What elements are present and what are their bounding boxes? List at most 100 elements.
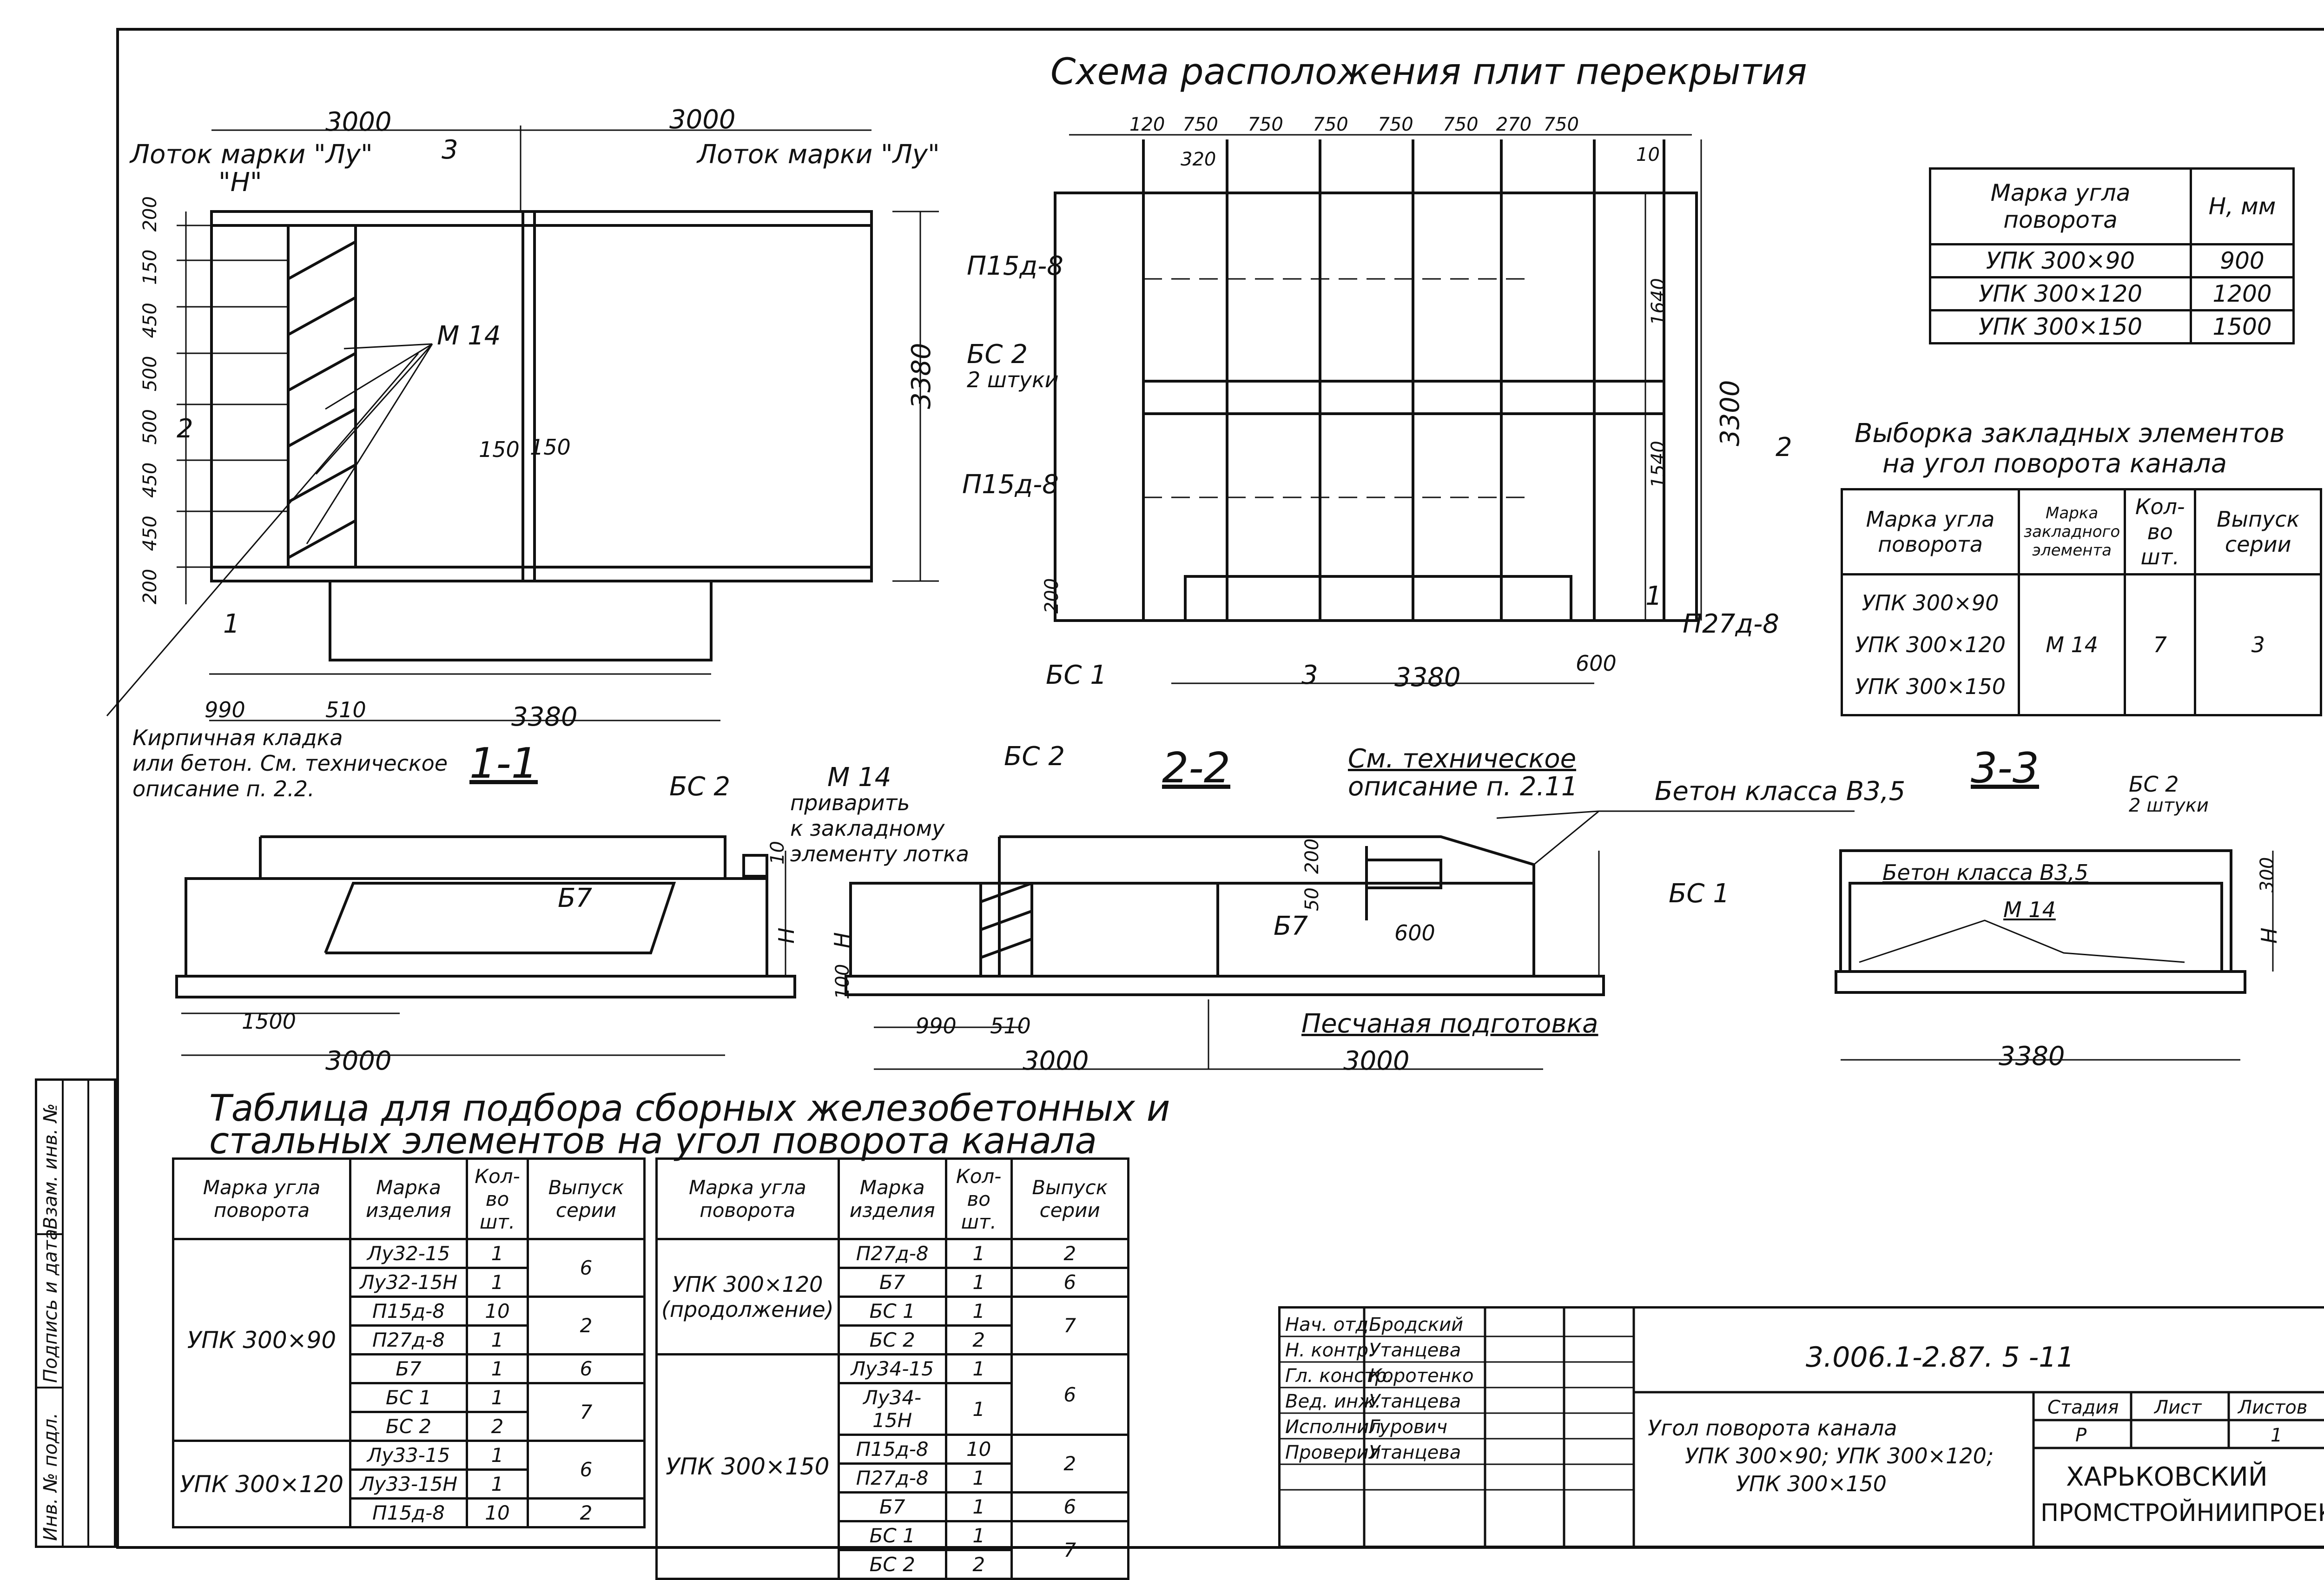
section-mark-3-right: 3: [1301, 660, 1318, 690]
stamp-role: Исполнил: [1285, 1416, 1381, 1438]
dim-10-section-1: 10: [767, 841, 788, 865]
height-table-h2: Н, мм: [2190, 167, 2295, 245]
table-cell: БС 2: [837, 1549, 947, 1580]
side-stamp-grid: [37, 1081, 89, 1546]
stamp-name: Бродский: [1369, 1314, 1464, 1335]
table-cell: 10: [466, 1497, 529, 1528]
side-stamp-inv: Инв. № подл.: [40, 1413, 61, 1541]
section-1-b7: Б7: [558, 883, 593, 913]
main-right-mark-2: УПК 300×150: [655, 1353, 840, 1580]
table-cell: 6: [1010, 1491, 1129, 1522]
selection-h2: Марка закладного элемента: [2017, 488, 2126, 575]
section-mark-1-left: 1: [223, 609, 240, 639]
dim-50-section-2: 50: [1301, 887, 1323, 911]
table-cell: 1: [944, 1520, 1013, 1551]
label-bs1-plan: БС 1: [1046, 660, 1107, 690]
table-cell: 1: [466, 1382, 529, 1413]
main-table-title-1: Таблица для подбора сборных железобетонн…: [209, 1088, 1170, 1130]
main-left-mark-1: УПК 300×90: [172, 1238, 351, 1442]
label-tray-h: Лоток марки "Лу": [130, 139, 373, 170]
table-cell: Лу32-15Н: [349, 1267, 468, 1298]
right-plan-top-dims: 120 750 750 750 750 750 270 750: [1129, 114, 1579, 135]
table-cell: 6: [527, 1353, 646, 1384]
table-cell: 2: [527, 1497, 646, 1528]
table-cell: БС 1: [837, 1296, 947, 1327]
table-cell: Лу33-15: [349, 1440, 468, 1471]
table-cell: 7: [527, 1382, 646, 1442]
dim-990: 990: [205, 697, 245, 722]
height-table-cell: УПК 300×150: [1929, 309, 2192, 344]
section-3-m14: М 14: [2003, 897, 2056, 922]
stamp-role: Гл. констр.: [1285, 1365, 1393, 1387]
title-block-grid: [1281, 1309, 2324, 1546]
dim-300-section-3: 300: [2257, 857, 2278, 892]
selection-qty: 7: [2124, 573, 2197, 716]
sheet-title: Схема расположения плит перекрытия: [1050, 51, 1807, 93]
plan-right-outline: [1054, 192, 1698, 622]
dim-600-plan: 600: [1576, 651, 1617, 676]
table-cell: 1: [944, 1491, 1013, 1522]
note-m14-weld-4: элементу лотка: [790, 841, 969, 866]
note-tech-1: См. техническое: [1348, 744, 1577, 774]
dim-320: 320: [1181, 149, 1216, 170]
section-mark-3-top: 3: [442, 135, 458, 165]
selection-h4: Выпуск серии: [2194, 488, 2323, 575]
main-left-h3: Кол-во шт.: [466, 1157, 529, 1240]
note-m14-weld-2: приварить: [790, 790, 910, 815]
label-tray-h-sub: "Н": [218, 167, 262, 198]
stamp-sheet-header: Лист: [2154, 1397, 2202, 1418]
dim-150-b: 150: [530, 435, 571, 460]
stamp-name: Утанцева: [1369, 1391, 1461, 1412]
dim-3000-section-1: 3000: [325, 1046, 392, 1076]
table-cell: 2: [944, 1324, 1013, 1355]
dim-3380-section-3: 3380: [1999, 1041, 2065, 1071]
note-concrete-1: Бетон класса В3,5: [1655, 776, 1906, 807]
selection-element: М 14: [2017, 573, 2126, 716]
dim-200-section-2: 200: [1301, 838, 1323, 874]
masonry-hatch-area: [287, 224, 357, 569]
dim-3000-section-2a: 3000: [1023, 1046, 1089, 1076]
section-mark-2-right: 2: [1776, 432, 1792, 463]
stamp-name: Утанцева: [1369, 1442, 1461, 1463]
label-p15-top: П15д-8: [967, 251, 1063, 281]
dim-1500: 1500: [242, 1009, 297, 1034]
left-dim-chain: 200 450 450 500 500 450 150 200: [139, 196, 161, 604]
stamp-title-2: УПК 300×90; УПК 300×120;: [1685, 1443, 1994, 1468]
height-table-h1: Марка угла поворота: [1929, 167, 2192, 245]
table-cell: 6: [1010, 1267, 1129, 1298]
table-cell: 1: [466, 1324, 529, 1355]
selection-title-2: на угол поворота канала: [1882, 449, 2227, 479]
table-cell: Лу32-15: [349, 1238, 468, 1269]
table-cell: П27д-8: [837, 1238, 947, 1269]
table-cell: БС 1: [349, 1382, 468, 1413]
title-block: Нач. отд. Н. контр. Гл. констр. Вед. инж…: [1278, 1306, 2324, 1548]
table-cell: 2: [1010, 1434, 1129, 1494]
table-cell: 7: [1010, 1520, 1129, 1580]
side-stamp-sign: Подпись и дата: [40, 1229, 61, 1383]
table-cell: 1: [944, 1462, 1013, 1494]
note-masonry-1: Кирпичная кладка: [132, 725, 343, 750]
stamp-role: Проверил: [1285, 1442, 1381, 1463]
section-2-bs2: БС 2: [1004, 741, 1065, 772]
table-cell: 1: [466, 1353, 529, 1384]
section-mark-2-left: 2: [177, 414, 193, 444]
main-left-h2: Марка изделия: [349, 1157, 468, 1240]
selection-table: Марка угла поворота Марка закладного эле…: [1841, 488, 2323, 716]
stamp-title-1: Угол поворота канала: [1648, 1415, 1897, 1441]
dim-990-section-2: 990: [916, 1013, 957, 1038]
dim-1540: 1540: [1648, 441, 1669, 488]
dim-h-section-2: Н: [830, 932, 855, 948]
dim-10-right: 10: [1636, 144, 1660, 165]
dim-1640: 1640: [1648, 278, 1669, 325]
stamp-role: Н. контр.: [1285, 1340, 1374, 1361]
main-left-h1: Марка угла поворота: [172, 1157, 351, 1240]
table-cell: 10: [466, 1296, 529, 1327]
height-table-cell: 1500: [2190, 309, 2295, 344]
dim-200-right: 200: [1041, 578, 1063, 614]
table-cell: 6: [527, 1238, 646, 1298]
table-cell: Б7: [837, 1491, 947, 1522]
drawing-frame: [116, 28, 2324, 1549]
dim-3000-section-2b: 3000: [1343, 1046, 1410, 1076]
table-cell: 6: [1010, 1353, 1129, 1436]
